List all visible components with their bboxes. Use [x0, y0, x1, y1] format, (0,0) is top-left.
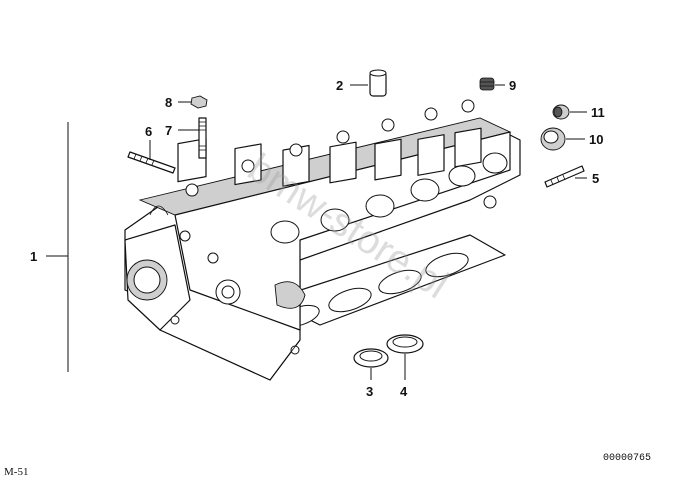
- callout-3: 3: [366, 384, 373, 399]
- part-7-stud: [198, 117, 207, 159]
- callout-11: 11: [591, 105, 605, 120]
- callout-6: 6: [145, 124, 152, 139]
- part-8-nut: [190, 95, 208, 109]
- callout-1: 1: [30, 249, 37, 264]
- callout-4: 4: [400, 384, 408, 399]
- callout-labels: 1 2 3 4 5 6 7 8 9 10 11: [30, 78, 605, 399]
- part-5-stud: [544, 165, 585, 188]
- part-2-sleeve: [369, 69, 387, 97]
- model-code: M-51: [4, 466, 28, 478]
- part-9-plug: [479, 77, 495, 91]
- callout-2: 2: [336, 78, 343, 93]
- part-4-ring: [386, 334, 424, 354]
- part-10-cap: [540, 127, 566, 151]
- part-3-ring: [353, 348, 389, 368]
- callout-9: 9: [509, 78, 516, 93]
- diagram-code: 00000765: [603, 453, 651, 464]
- cam-bearing-towers: [177, 99, 482, 197]
- callout-8: 8: [165, 95, 172, 110]
- callout-7: 7: [165, 123, 172, 138]
- callout-5: 5: [592, 171, 599, 186]
- cylinder-head: [124, 99, 521, 381]
- part-6-stud: [127, 151, 176, 174]
- intake-ports: [270, 152, 508, 244]
- callout-10: 10: [589, 132, 603, 147]
- leader-lines: [46, 84, 587, 380]
- part-11-plug: [552, 104, 570, 120]
